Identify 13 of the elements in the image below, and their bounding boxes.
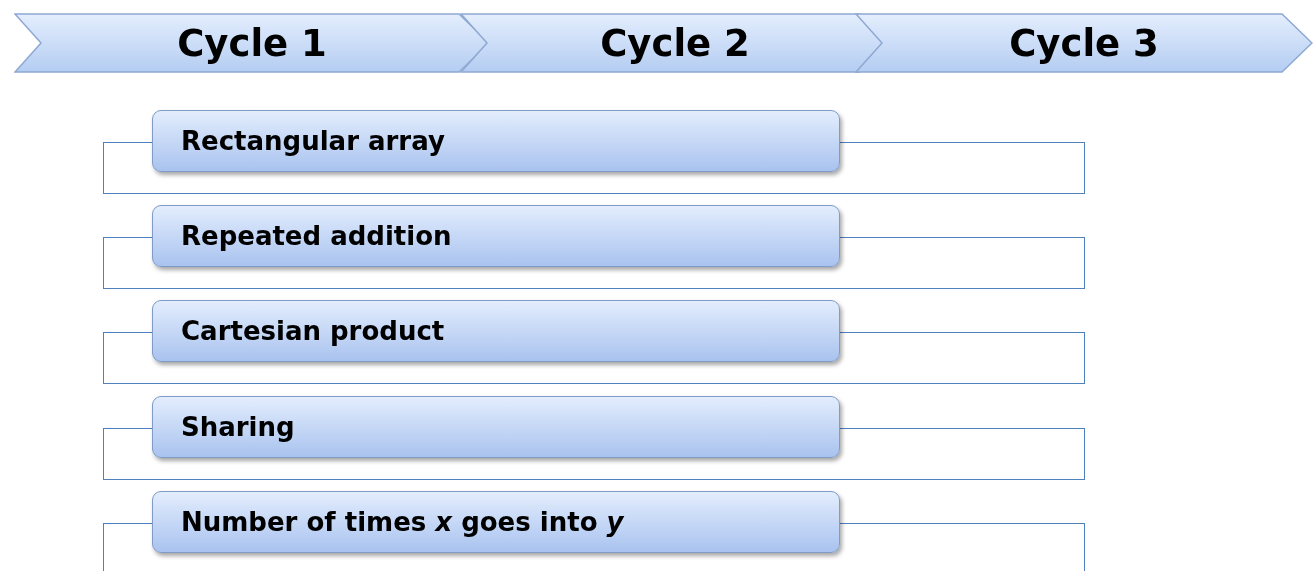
box-label: Cartesian product [181, 316, 445, 346]
box-label: Repeated addition [181, 221, 452, 251]
chevron-label: Cycle 3 [1009, 21, 1159, 65]
rounded-box [152, 491, 840, 553]
box-label: Number of times x goes into y [181, 507, 624, 537]
rounded-box [152, 300, 840, 362]
chevron-label: Cycle 2 [600, 21, 750, 65]
box-label: Sharing [181, 412, 295, 442]
chevron-label: Cycle 1 [177, 21, 327, 65]
box-label: Rectangular array [181, 126, 445, 156]
rounded-box [152, 110, 840, 172]
rounded-box [152, 205, 840, 267]
rounded-box [152, 396, 840, 458]
